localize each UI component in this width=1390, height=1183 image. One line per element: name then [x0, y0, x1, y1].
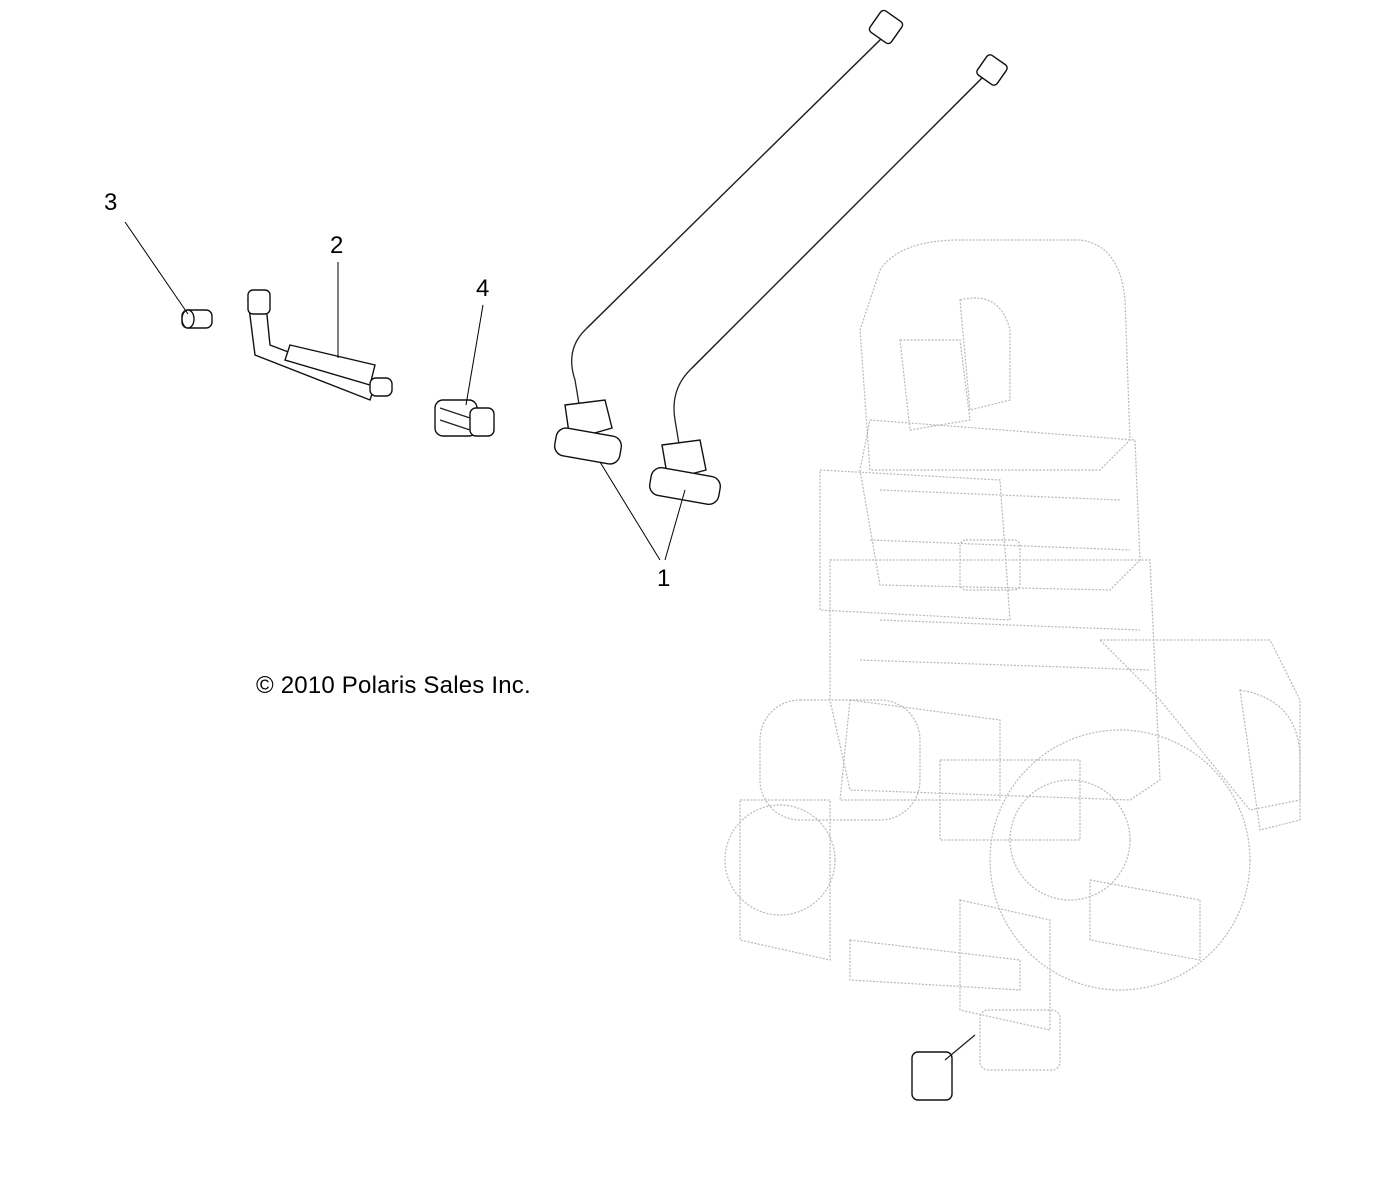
part-1-hose-left: [553, 9, 904, 465]
engine-outline: [724, 239, 1301, 1071]
callout-3: 3: [104, 189, 117, 216]
callout-1: 1: [657, 565, 670, 592]
part-4-fitting: [434, 399, 495, 437]
sensor-wire: [944, 1034, 976, 1061]
part-2-vent-tube: [247, 289, 393, 401]
part-3-plug: [181, 309, 213, 329]
sensor-part: [911, 1051, 953, 1101]
part-1-hose-right: [648, 54, 1008, 505]
callout-2: 2: [330, 232, 343, 259]
copyright-text: © 2010 Polaris Sales Inc.: [256, 672, 531, 699]
leader-lines: [124, 221, 686, 561]
callout-4: 4: [476, 275, 489, 302]
